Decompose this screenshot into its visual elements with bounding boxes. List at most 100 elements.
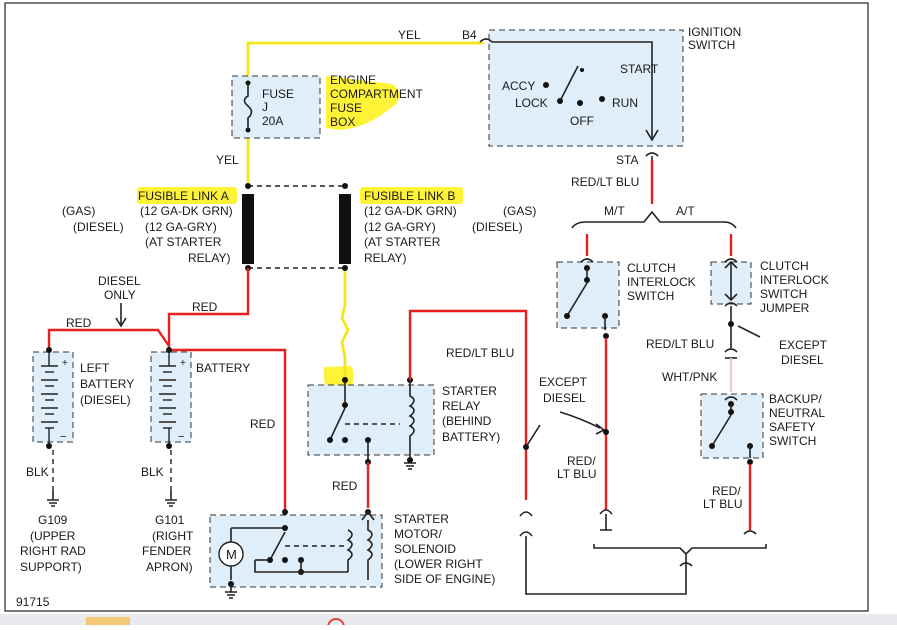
jumper-label-1: CLUTCH	[760, 259, 809, 273]
fuse-box-label-4: BOX	[330, 115, 355, 129]
fusible-b-gas-spec: (12 GA-DK GRN)	[364, 204, 457, 218]
backup-label-3: SAFETY	[769, 420, 816, 434]
start-label: START	[620, 62, 659, 76]
fuse-label-1: FUSE	[262, 87, 294, 101]
g101-label-3: APRON)	[146, 560, 193, 574]
main-battery-label: BATTERY	[196, 361, 250, 375]
clutch-label-2: INTERLOCK	[627, 275, 696, 289]
g109-label-3: SUPPORT)	[20, 560, 82, 574]
fusible-a-loc-1: (AT STARTER	[145, 235, 222, 249]
fusible-b-loc-1: (AT STARTER	[364, 235, 441, 249]
ignition-switch	[479, 29, 684, 160]
ignition-title-1: IGNITION	[688, 25, 741, 39]
left-battery-label-1: LEFT	[80, 361, 110, 375]
jumper-label-2: INTERLOCK	[760, 273, 829, 287]
bottom-strip	[0, 614, 897, 625]
motor-label-5: SIDE OF ENGINE)	[394, 572, 495, 586]
fusible-b-diesel-spec: (12 GA-GRY)	[364, 220, 436, 234]
except-diesel-right-2: DIESEL	[781, 353, 824, 367]
motor-label-3: SOLENOID	[394, 542, 456, 556]
svg-text:−: −	[178, 431, 184, 443]
fusible-b-loc-2: RELAY)	[364, 251, 406, 265]
clutch-label-1: CLUTCH	[627, 261, 676, 275]
except-diesel-mid-1: EXCEPT	[539, 375, 588, 389]
red-2-label: RED/	[712, 484, 741, 498]
red-lt-blu-top-label: RED/LT BLU	[571, 175, 639, 189]
svg-text:+: +	[180, 358, 186, 369]
mt-label: M/T	[604, 204, 625, 218]
red-1-label: RED/	[567, 454, 596, 468]
fusible-links	[242, 183, 351, 271]
sta-label: STA	[616, 153, 638, 167]
clutch-interlock-switch	[556, 258, 620, 339]
yel-mid-label: YEL	[216, 153, 239, 167]
blk-label-2: BLK	[141, 465, 164, 479]
motor-m-label: M	[226, 547, 237, 562]
backup-safety-switch	[700, 393, 764, 465]
fusible-a-diesel-spec: (12 GA-GRY)	[145, 220, 217, 234]
yel-top-label: YEL	[398, 28, 421, 42]
svg-text:+: +	[62, 358, 68, 369]
red-lt-blu-relay-label: RED/LT BLU	[446, 346, 514, 360]
wht-pnk-label: WHT/PNK	[662, 370, 717, 384]
b4-label: B4	[462, 28, 477, 42]
left-battery: + −	[32, 347, 74, 507]
backup-label-4: SWITCH	[769, 434, 816, 448]
backup-label-1: BACKUP/	[769, 392, 822, 406]
fusible-b-gas: (GAS)	[503, 204, 536, 218]
fuse-box-label-1: ENGINE	[330, 73, 376, 87]
fusible-b-diesel: (DIESEL)	[472, 220, 523, 234]
relay-label-4: BATTERY)	[442, 430, 500, 444]
highlight-fuse-box	[326, 76, 400, 130]
backup-label-2: NEUTRAL	[769, 406, 825, 420]
relay-label-1: STARTER	[442, 384, 497, 398]
lt-blu-2-label: LT BLU	[703, 497, 743, 511]
fuse-j	[231, 75, 321, 139]
blk-label-1: BLK	[26, 465, 49, 479]
red-battery-label: RED	[192, 300, 218, 314]
fusible-a-title: FUSIBLE LINK A	[138, 189, 229, 203]
lt-blu-1-label: LT BLU	[557, 467, 597, 481]
g101-label: G101	[155, 513, 185, 527]
fusible-a-loc-2: RELAY)	[188, 251, 230, 265]
main-battery: + −	[150, 347, 192, 507]
red-starter-label: RED	[332, 479, 358, 493]
fusible-a-gas-spec: (12 GA-DK GRN)	[140, 204, 233, 218]
motor-label-2: MOTOR/	[394, 527, 442, 541]
run-label: RUN	[612, 96, 638, 110]
g109-label-2: RIGHT RAD	[20, 544, 86, 558]
g109-label-1: (UPPER	[30, 529, 76, 543]
g101-label-1: (RIGHT	[152, 529, 194, 543]
diesel-only-2: ONLY	[104, 288, 136, 302]
clutch-interlock-jumper	[710, 258, 752, 327]
g109-label: G109	[38, 513, 68, 527]
jumper-label-4: JUMPER	[760, 301, 810, 315]
red-lt-blu-jumper-label: RED/LT BLU	[646, 337, 714, 351]
starter-motor: M	[209, 509, 383, 599]
motor-label-1: STARTER	[394, 512, 449, 526]
lock-label: LOCK	[515, 96, 548, 110]
motor-label-4: (LOWER RIGHT	[394, 557, 483, 571]
at-label: A/T	[676, 204, 695, 218]
fusible-a-diesel: (DIESEL)	[73, 220, 124, 234]
fuse-label-3: 20A	[262, 114, 283, 128]
left-battery-label-3: (DIESEL)	[80, 393, 131, 407]
highlight-fusible-a	[137, 187, 237, 204]
except-diesel-mid-2: DIESEL	[543, 391, 586, 405]
red-diesel-label: RED	[66, 316, 92, 330]
diesel-only-1: DIESEL	[98, 274, 141, 288]
relay-label-3: (BEHIND	[442, 414, 492, 428]
fuse-box-label-2: COMPARTMENT	[330, 87, 424, 101]
highlight-fusible-b	[360, 187, 463, 204]
diagram-border	[4, 2, 869, 612]
relay-label-2: RELAY	[442, 399, 480, 413]
red-vertical-label: RED	[250, 417, 276, 431]
accy-label: ACCY	[502, 79, 535, 93]
g101-label-2: FENDER	[142, 544, 192, 558]
clutch-label-3: SWITCH	[627, 289, 674, 303]
jumper-label-3: SWITCH	[760, 287, 807, 301]
fusible-a-gas: (GAS)	[62, 204, 95, 218]
starter-relay	[307, 377, 435, 470]
left-battery-label-2: BATTERY	[80, 377, 134, 391]
